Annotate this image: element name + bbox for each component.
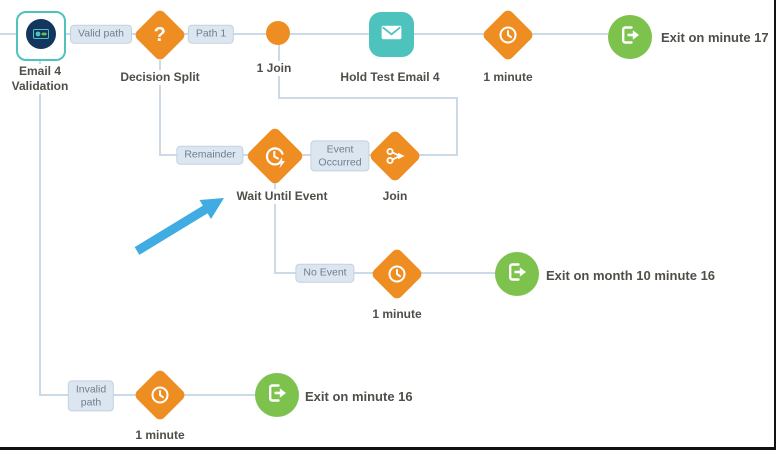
edge-label-remainder: Remainder <box>176 145 244 165</box>
wait-1-minute-bottom-label: 1 minute <box>132 428 188 443</box>
edge-label-path-1: Path 1 <box>187 24 235 44</box>
email-validation-label-line2: Validation <box>11 79 69 93</box>
envelope-icon <box>378 19 405 51</box>
connector-join-up-right <box>456 97 458 156</box>
hold-email-node[interactable] <box>369 12 414 57</box>
edge-label-valid-path: Valid path <box>70 24 132 44</box>
connector-invalid-down <box>39 57 41 396</box>
exit-icon <box>264 380 290 411</box>
exit-bottom-node[interactable] <box>255 373 299 417</box>
exit-icon <box>617 22 643 53</box>
clock-event-icon <box>262 143 289 170</box>
edge-label-invalid-path-line1: Invalid <box>75 383 107 396</box>
join-point-label: 1 Join <box>253 61 295 76</box>
decision-split-node[interactable]: ? <box>133 8 187 62</box>
decision-split-label: Decision Split <box>117 70 203 85</box>
edge-label-event-occurred-line1: Event <box>326 143 354 156</box>
email-validation-label-line1: Email 4 <box>18 64 62 78</box>
exit-icon <box>504 259 530 290</box>
clock-icon <box>386 263 408 285</box>
wait-1-minute-top-label: 1 minute <box>480 70 536 85</box>
wait-1-minute-mid-label: 1 minute <box>369 307 425 322</box>
exit-mid-node[interactable] <box>495 252 539 296</box>
edge-label-no-event: No Event <box>295 263 355 283</box>
wait-until-event-label: Wait Until Event <box>233 189 331 204</box>
hold-email-label: Hold Test Email 4 <box>337 70 443 85</box>
question-mark-icon: ? <box>154 24 166 47</box>
email-validation-node[interactable] <box>16 11 66 61</box>
edge-label-event-occurred-line2: Occurred <box>318 156 362 168</box>
clock-icon <box>149 384 171 406</box>
email-validation-icon <box>26 18 56 54</box>
exit-bottom-label: Exit on minute 16 <box>305 389 413 404</box>
wait-1-minute-mid-node[interactable] <box>370 247 424 301</box>
clock-icon <box>497 24 519 46</box>
exit-top-node[interactable] <box>608 15 652 59</box>
join-label: Join <box>379 189 411 204</box>
edge-label-invalid-path-line2: path <box>80 396 102 408</box>
edge-label-event-occurred: Event Occurred <box>310 140 370 172</box>
connector-noevent-down <box>274 183 276 274</box>
connector-top-row <box>63 33 608 35</box>
connector-entry <box>0 33 18 35</box>
connector-join-up-top <box>278 97 458 99</box>
join-node[interactable] <box>368 129 422 183</box>
wait-until-event-node[interactable] <box>245 126 305 186</box>
connector-remainder-down <box>159 60 161 156</box>
email-validation-label: Email 4 Validation <box>8 64 72 94</box>
edge-label-invalid-path: Invalid path <box>67 380 115 412</box>
decision-split-glyph: ? <box>153 23 167 46</box>
wait-1-minute-top-node[interactable] <box>481 8 535 62</box>
exit-top-label: Exit on minute 17 <box>661 30 769 45</box>
wait-1-minute-bottom-node[interactable] <box>133 368 187 422</box>
exit-mid-label: Exit on month 10 minute 16 <box>546 268 716 283</box>
join-point-node[interactable] <box>266 21 290 45</box>
merge-icon <box>383 144 407 168</box>
